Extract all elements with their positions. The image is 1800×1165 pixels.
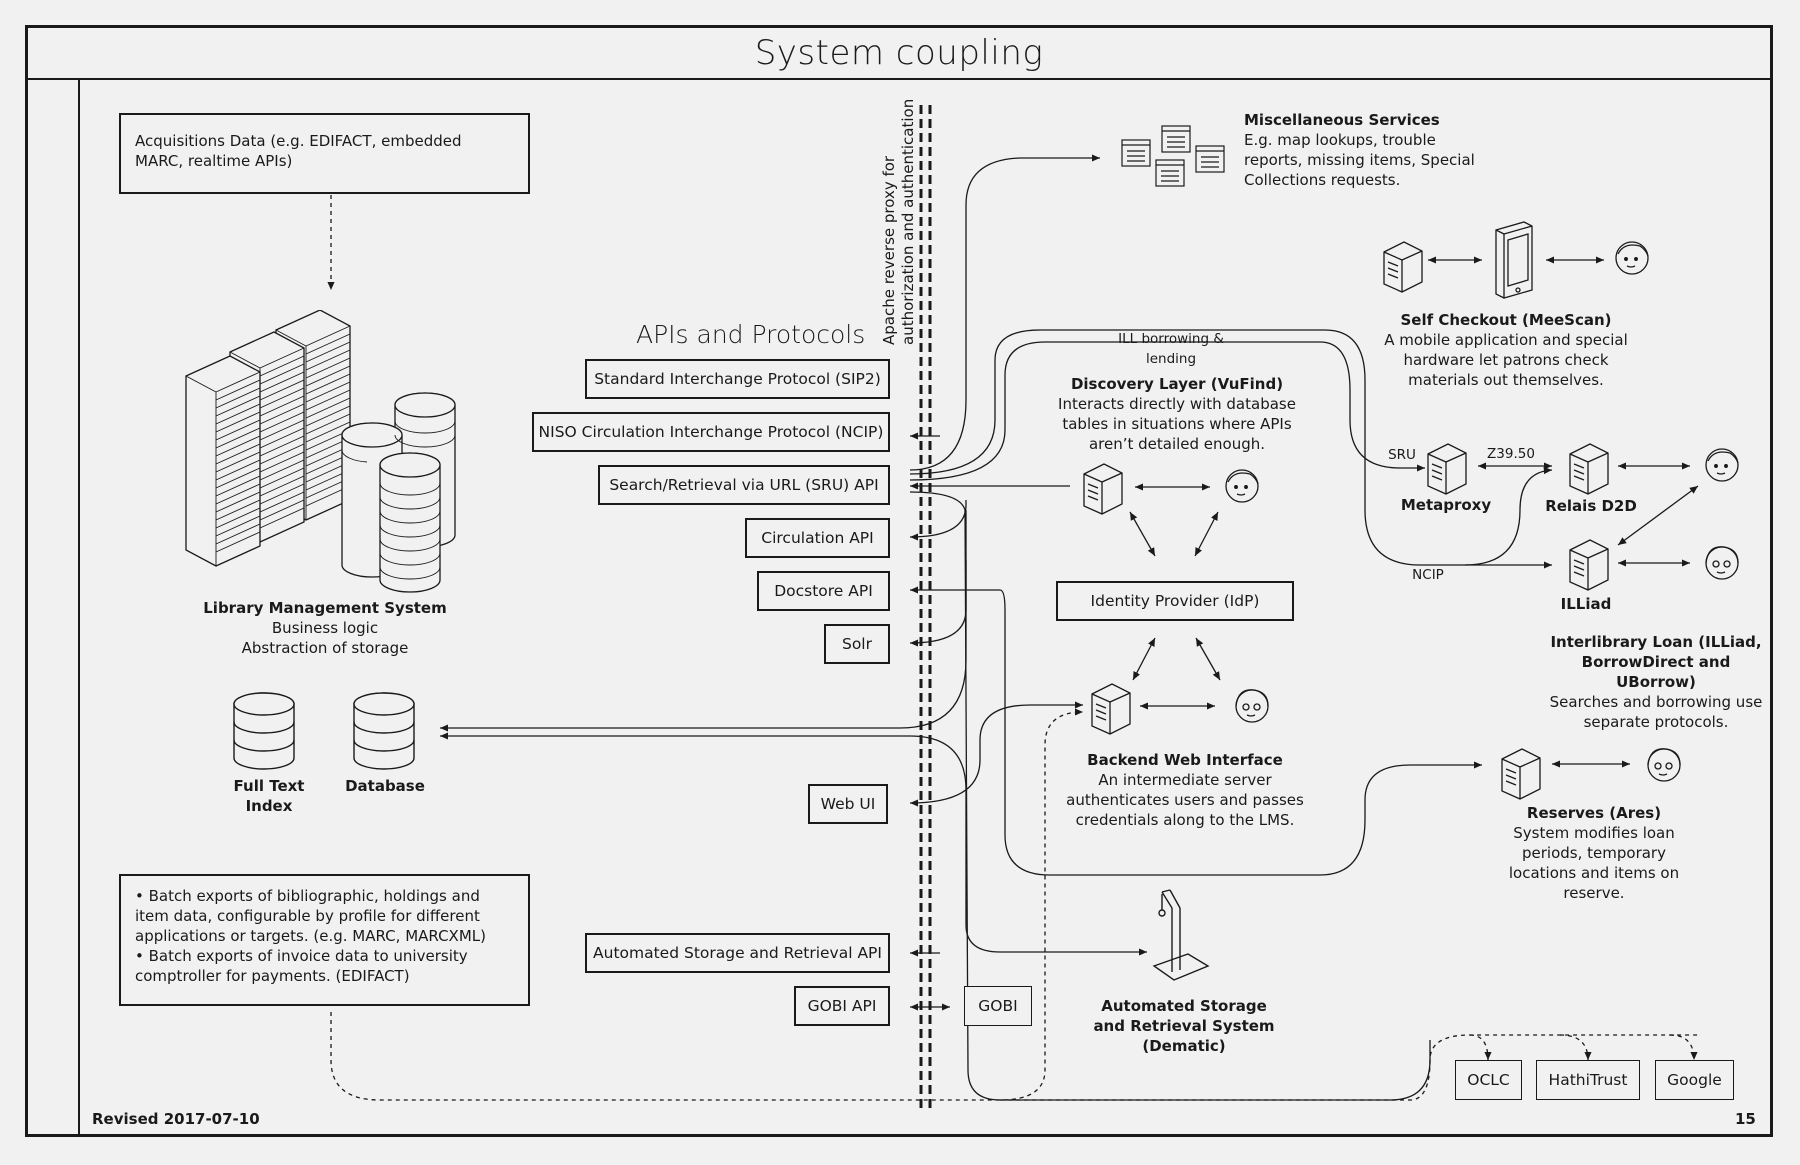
google-box: Google xyxy=(1655,1060,1734,1100)
reserves-caption: Reserves (Ares) System modifies loan per… xyxy=(1494,803,1694,903)
relais-user-icon xyxy=(1705,448,1739,482)
batch-line2: • Batch exports of invoice data to unive… xyxy=(135,947,468,985)
patron-avatar-icon xyxy=(1615,241,1649,275)
reserves-server-icon xyxy=(1501,748,1541,800)
server-rack-icon xyxy=(185,310,351,567)
ill-body: Searches and borrowing use separate prot… xyxy=(1549,693,1763,731)
asrs-system-caption: Automated Storage and Retrieval System (… xyxy=(1093,997,1275,1055)
sru-label: SRU xyxy=(1388,447,1416,463)
self-checkout-title: Self Checkout (MeeScan) xyxy=(1400,311,1612,329)
misc-services-caption: Miscellaneous Services E.g. map lookups,… xyxy=(1244,110,1484,190)
hathitrust-box: HathiTrust xyxy=(1536,1060,1640,1100)
discovery-body: Interacts directly with database tables … xyxy=(1058,395,1296,453)
backend-user-icon xyxy=(1235,689,1269,723)
page-number: 15 xyxy=(1735,1110,1756,1128)
gobi-api-box: GOBI API xyxy=(794,986,890,1026)
self-checkout-caption: Self Checkout (MeeScan) A mobile applica… xyxy=(1380,310,1632,390)
backend-caption: Backend Web Interface An intermediate se… xyxy=(1060,750,1310,830)
sip2-api-box: Standard Interchange Protocol (SIP2) xyxy=(585,359,890,399)
relais-server-icon xyxy=(1569,443,1609,495)
backend-title: Backend Web Interface xyxy=(1087,751,1283,769)
ill-title: Interlibrary Loan (ILLiad, BorrowDirect … xyxy=(1550,633,1762,691)
discovery-server-icon xyxy=(1083,463,1123,515)
ill-caption: Interlibrary Loan (ILLiad, BorrowDirect … xyxy=(1546,632,1766,732)
reserves-body: System modifies loan periods, temporary … xyxy=(1508,824,1680,902)
acquisitions-box: Acquisitions Data (e.g. EDIFACT, embedde… xyxy=(119,113,530,194)
backend-server-icon xyxy=(1091,683,1131,735)
misc-services-body: E.g. map lookups, trouble reports, missi… xyxy=(1244,131,1475,189)
illiad-label: ILLiad xyxy=(1560,595,1612,613)
web-ui-box: Web UI xyxy=(808,784,888,824)
crane-icon xyxy=(1152,889,1210,981)
lms-caption: Library Management System Business logic… xyxy=(190,598,460,658)
sru-api-box: Search/Retrieval via URL (SRU) API xyxy=(598,465,890,505)
z3950-label: Z39.50 xyxy=(1487,446,1535,462)
batch-exports-box: • Batch exports of bibliographic, holdin… xyxy=(119,874,530,1006)
mobile-device-icon xyxy=(1495,221,1533,299)
page-title: System coupling xyxy=(754,33,1044,73)
backend-body: An intermediate server authenticates use… xyxy=(1066,771,1304,829)
database-cluster-icon xyxy=(341,392,456,593)
identity-provider-box: Identity Provider (IdP) xyxy=(1056,581,1294,621)
full-text-index-label: Full Text Index xyxy=(233,777,305,815)
asrs-api-box: Automated Storage and Retrieval API xyxy=(585,933,890,973)
reserves-title: Reserves (Ares) xyxy=(1526,804,1662,822)
circulation-api-box: Circulation API xyxy=(745,518,890,558)
docstore-api-box: Docstore API xyxy=(757,571,890,611)
oclc-box: OCLC xyxy=(1455,1060,1522,1100)
solr-box: Solr xyxy=(824,624,890,664)
lms-line2: Abstraction of storage xyxy=(241,639,409,657)
batch-line1: • Batch exports of bibliographic, holdin… xyxy=(135,887,486,945)
server-icon xyxy=(1383,241,1423,293)
ill-borrowing-label: ILL borrowing & lending xyxy=(1118,331,1224,367)
left-margin-rule xyxy=(78,80,80,1134)
relais-label: Relais D2D xyxy=(1545,497,1637,515)
database-label: Database xyxy=(345,777,425,795)
full-text-index-icon xyxy=(233,692,295,770)
web-services-icon xyxy=(1121,125,1225,187)
misc-services-title: Miscellaneous Services xyxy=(1244,111,1440,129)
illiad-server-icon xyxy=(1569,539,1609,591)
gobi-box: GOBI xyxy=(964,986,1032,1026)
proxy-label-line1: Apache reverse proxy for xyxy=(880,155,898,345)
discovery-caption: Discovery Layer (VuFind) Interacts direc… xyxy=(1052,374,1302,454)
title-bar: System coupling xyxy=(25,25,1773,80)
revised-date: Revised 2017-07-10 xyxy=(92,1110,260,1128)
metaproxy-server-icon xyxy=(1427,443,1467,495)
lms-line1: Business logic xyxy=(271,619,379,637)
ncip-api-box: NISO Circulation Interchange Protocol (N… xyxy=(532,412,890,452)
page-frame xyxy=(25,25,1773,1137)
ncip-label: NCIP xyxy=(1412,567,1444,583)
discovery-title: Discovery Layer (VuFind) xyxy=(1070,375,1284,393)
illiad-user-icon xyxy=(1705,546,1739,580)
self-checkout-body: A mobile application and special hardwar… xyxy=(1384,331,1628,389)
apis-heading: APIs and Protocols xyxy=(636,320,866,349)
reserves-user-icon xyxy=(1647,748,1681,782)
discovery-user-icon xyxy=(1225,469,1259,503)
proxy-label-line2: authorization and authentication xyxy=(899,98,917,345)
lms-title: Library Management System xyxy=(203,599,447,617)
metaproxy-label: Metaproxy xyxy=(1400,496,1492,514)
database-icon xyxy=(353,692,415,770)
